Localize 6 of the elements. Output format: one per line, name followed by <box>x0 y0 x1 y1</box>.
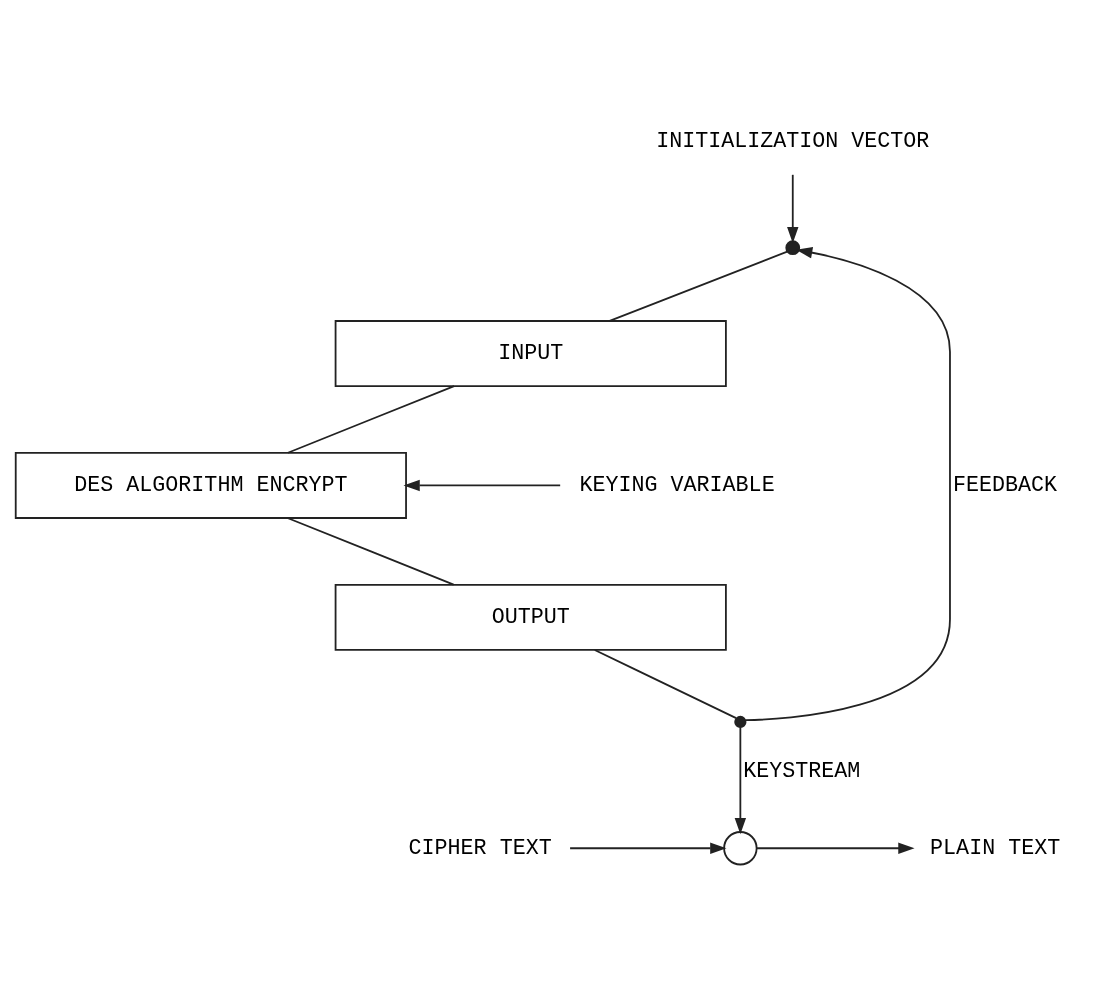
node-text: KEYING VARIABLE <box>579 472 775 498</box>
node-text: INITIALIZATION VECTOR <box>656 128 930 154</box>
edge-label: KEYSTREAM <box>743 758 861 784</box>
node-text: CIPHER TEXT <box>408 835 552 861</box>
node-text: PLAIN TEXT <box>930 835 1061 861</box>
edge-label: FEEDBACK <box>953 472 1058 498</box>
